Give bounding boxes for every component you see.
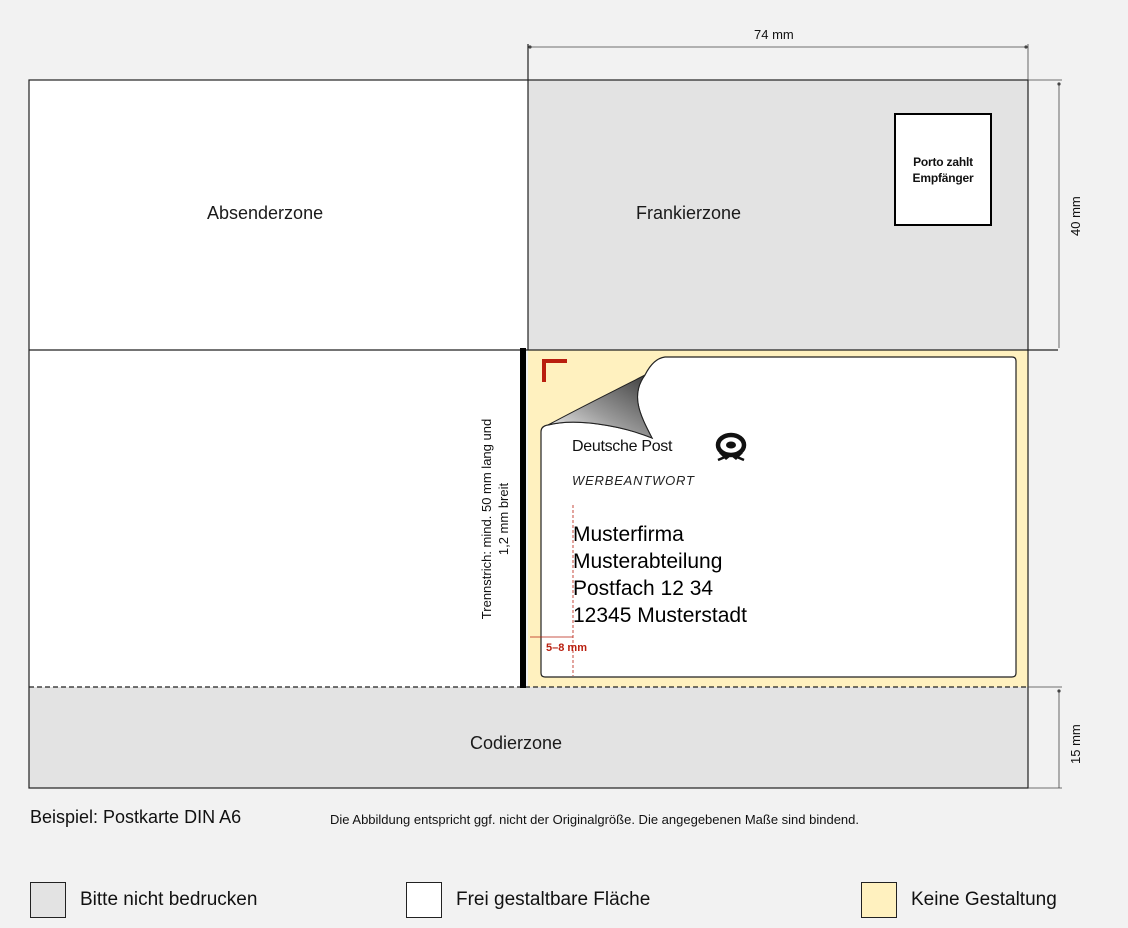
legend-swatch-white: [406, 882, 442, 918]
separator-note-line-1: Trennstrich: mind. 50 mm lang und: [479, 418, 494, 620]
top-height-dimension-label: 40 mm: [1068, 196, 1083, 236]
address-line: 12345 Musterstadt: [573, 604, 747, 627]
legend-item-free: Frei gestaltbare Fläche: [406, 881, 650, 919]
free-area: [29, 350, 523, 687]
sender-zone-label: Absenderzone: [207, 203, 324, 223]
postage-line-1: Porto zahlt: [913, 154, 973, 169]
bottom-height-end: [1057, 689, 1061, 693]
reply-type: WERBEANTWORT: [572, 473, 695, 488]
recipient-address: Musterfirma Musterabteilung Postfach 12 …: [573, 521, 747, 629]
separator-note: Trennstrich: mind. 50 mm lang und 1,2 mm…: [478, 388, 512, 650]
legend-swatch-yellow: [861, 882, 897, 918]
postage-box: Porto zahlt Empfänger: [894, 113, 992, 226]
top-height-end: [1057, 82, 1061, 86]
legend-label: Bitte nicht bedrucken: [80, 889, 258, 910]
deutsche-post-logo: Deutsche Post: [572, 438, 673, 455]
width-dimension-label: 74 mm: [754, 27, 794, 42]
legend-swatch-grey: [30, 882, 66, 918]
postage-line-2: Empfänger: [912, 170, 974, 185]
red-corner-mark: [542, 359, 567, 382]
sender-zone: [29, 80, 528, 350]
example-caption: Beispiel: Postkarte DIN A6: [30, 807, 242, 827]
width-dimension-end-right: [1024, 45, 1028, 49]
legend-item-no-design: Keine Gestaltung: [861, 881, 1057, 919]
disclaimer-caption: Die Abbildung entspricht ggf. nicht der …: [330, 812, 860, 827]
address-line: Musterabteilung: [573, 550, 723, 573]
legend-label: Frei gestaltbare Fläche: [456, 889, 651, 910]
width-dimension-end-left: [528, 45, 532, 49]
address-line: Musterfirma: [573, 523, 684, 546]
post-horn-icon: [715, 432, 747, 462]
bottom-height-dimension-label: 15 mm: [1068, 724, 1083, 764]
separator-bar: [520, 348, 526, 688]
address-line: Postfach 12 34: [573, 577, 714, 600]
margin-label: 5–8 mm: [546, 642, 587, 654]
separator-note-line-2: 1,2 mm breit: [496, 482, 511, 556]
coding-zone: [29, 687, 1028, 788]
franking-zone-label: Frankierzone: [636, 203, 742, 223]
legend-item-no-print: Bitte nicht bedrucken: [30, 881, 257, 919]
peel-corner: [547, 374, 654, 439]
coding-zone-label: Codierzone: [470, 733, 563, 753]
legend-label: Keine Gestaltung: [911, 889, 1057, 910]
